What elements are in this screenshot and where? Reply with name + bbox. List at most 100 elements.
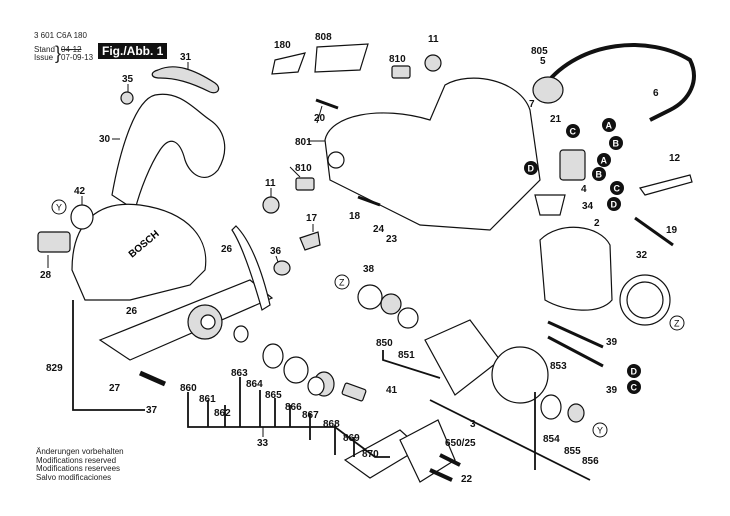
bracket-3	[429, 399, 591, 481]
callout-32: 32	[636, 250, 648, 261]
callout-20: 20	[314, 113, 326, 124]
brace-icon: }	[55, 43, 62, 63]
marker-c-spring: C	[610, 181, 624, 195]
svg-text:B: B	[613, 139, 620, 149]
callout-810-upper: 810	[389, 54, 406, 65]
footer-notes: Änderungen vorbehalten Modifications res…	[36, 447, 124, 482]
callout-862: 862	[214, 408, 231, 419]
svg-text:D: D	[528, 164, 535, 174]
part-number: 3 601 C6A 180	[34, 31, 87, 40]
callout-856: 856	[582, 456, 599, 467]
bearing-854-part	[540, 394, 562, 420]
callout-869: 869	[343, 433, 360, 444]
rod-b-part	[547, 335, 604, 368]
shaft-869-part	[341, 382, 367, 402]
callout-810-lower: 810	[295, 163, 312, 174]
housing-port	[327, 151, 345, 169]
callout-17: 17	[306, 213, 318, 224]
bracket-829	[72, 371, 145, 411]
callout-26-upper: 26	[221, 244, 233, 255]
bearing-863-part	[233, 325, 249, 343]
issue-value: 07-09-13	[61, 53, 94, 62]
footer-line-de: Änderungen vorbehalten	[36, 447, 124, 456]
bracket-850	[382, 350, 441, 379]
svg-text:D: D	[611, 200, 618, 210]
baffle-inner	[626, 281, 664, 319]
marker-b-switch: B	[592, 167, 606, 181]
brush-cap-b-part	[262, 196, 280, 214]
handle-part	[111, 93, 226, 211]
switch-part	[559, 149, 586, 181]
svg-text:Y: Y	[597, 426, 603, 436]
stand-label: Stand	[34, 45, 55, 54]
washer-865-part	[283, 356, 309, 384]
callout-860: 860	[180, 383, 197, 394]
callout-854: 854	[543, 434, 560, 445]
svg-text:Y: Y	[56, 203, 62, 213]
switch-cover-part	[37, 231, 71, 253]
callout-11-upper: 11	[428, 34, 439, 45]
callout-38: 38	[363, 264, 375, 275]
circlip-864-part	[262, 343, 284, 369]
marker-c-upper: C	[566, 124, 580, 138]
svg-text:C: C	[570, 127, 577, 137]
leader-lines	[47, 62, 325, 268]
marker-y-right: Y	[592, 422, 608, 438]
callout-863: 863	[231, 368, 248, 379]
stator-part	[539, 226, 613, 311]
bearing-38-part	[357, 284, 383, 310]
svg-text:Z: Z	[339, 278, 345, 288]
gear-housing-part	[399, 419, 456, 483]
marker-c-rod: C	[627, 380, 641, 394]
gear-hub	[200, 314, 216, 330]
callout-866: 866	[285, 402, 302, 413]
marker-y-left: Y	[51, 199, 67, 215]
callout-7: 7	[529, 99, 535, 110]
callout-31: 31	[180, 52, 192, 63]
callout-28: 28	[40, 270, 52, 281]
callout-829: 829	[46, 363, 63, 374]
marker-d-upper: D	[524, 161, 538, 175]
callout-26-lower: 26	[126, 306, 138, 317]
screw-20-part	[315, 98, 339, 110]
callout-805: 805	[531, 46, 548, 57]
carbon-brush-b-part	[295, 177, 315, 191]
callout-3: 3	[470, 419, 476, 430]
callout-23: 23	[386, 234, 398, 245]
cord-plug-part	[532, 76, 564, 104]
marker-d-rod: D	[627, 364, 641, 378]
grip-cover-part	[151, 66, 220, 94]
issue-label: Issue	[34, 53, 54, 62]
callout-39-upper: 39	[606, 337, 618, 348]
bolt-37-part	[138, 370, 167, 387]
power-cord-part	[543, 43, 696, 122]
bearing-850-part	[380, 293, 402, 315]
nut-35-part	[120, 91, 134, 105]
callout-180: 180	[274, 40, 291, 51]
callout-865: 865	[265, 390, 282, 401]
callout-867: 867	[302, 410, 319, 421]
figure-label: Fig./Abb. 1	[98, 43, 168, 59]
footer-line-fr: Modifications reservees	[36, 464, 121, 473]
o-ring-part	[70, 204, 94, 230]
rod-a-part	[547, 320, 604, 349]
sleeve-36-part	[273, 260, 291, 276]
screw-19-part	[634, 216, 674, 247]
svg-text:C: C	[631, 383, 638, 393]
carbon-brush-a-part	[391, 65, 411, 79]
motor-housing-part	[324, 77, 541, 231]
callout-36: 36	[270, 246, 282, 257]
callout-850: 850	[376, 338, 393, 349]
callout-30: 30	[99, 134, 111, 145]
brush-spring-part	[639, 174, 693, 196]
screw-18-part	[357, 195, 381, 207]
callout-41: 41	[386, 385, 398, 396]
callout-4: 4	[581, 184, 587, 195]
washer-851-part	[397, 307, 419, 329]
svg-text:B: B	[596, 170, 603, 180]
marker-z-right: Z	[669, 315, 685, 331]
callout-2: 2	[594, 218, 600, 229]
svg-text:C: C	[614, 184, 621, 194]
callout-33: 33	[257, 438, 269, 449]
svg-text:A: A	[601, 156, 608, 166]
